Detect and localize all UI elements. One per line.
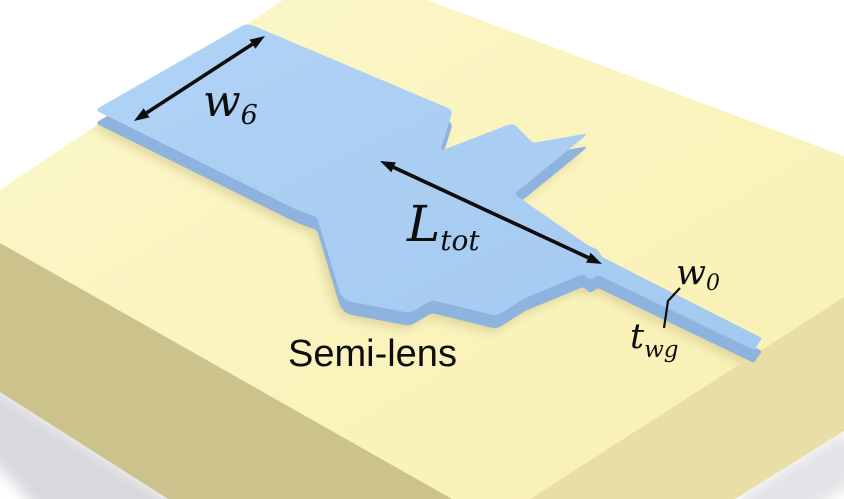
pad-width-arrow [134, 36, 265, 121]
total-length-arrowhead-end [586, 252, 602, 264]
label-device-name: Semi-lens [288, 333, 457, 375]
total-length-arrow-line [392, 165, 590, 260]
label-pad-width: w6 [203, 76, 258, 131]
annotations: w6 Ltot w0 twg Semi-lens [134, 36, 720, 375]
waveguide-dimension-leader-line [662, 287, 681, 329]
pad-width-arrow-line [145, 42, 254, 115]
pad-width-arrowhead-start [134, 108, 150, 121]
semi-lens-device [93, 24, 762, 367]
total-length-arrowhead-start [380, 161, 396, 173]
total-length-arrow [380, 161, 602, 264]
device-top-face [97, 24, 762, 350]
label-waveguide-thickness: twg [630, 317, 679, 363]
label-total-length: Ltot [406, 195, 480, 257]
pad-width-arrowhead-end [249, 36, 265, 49]
substrate-front-face [0, 243, 452, 499]
label-waveguide-width: w0 [676, 253, 720, 296]
substrate-right-face [530, 297, 844, 499]
